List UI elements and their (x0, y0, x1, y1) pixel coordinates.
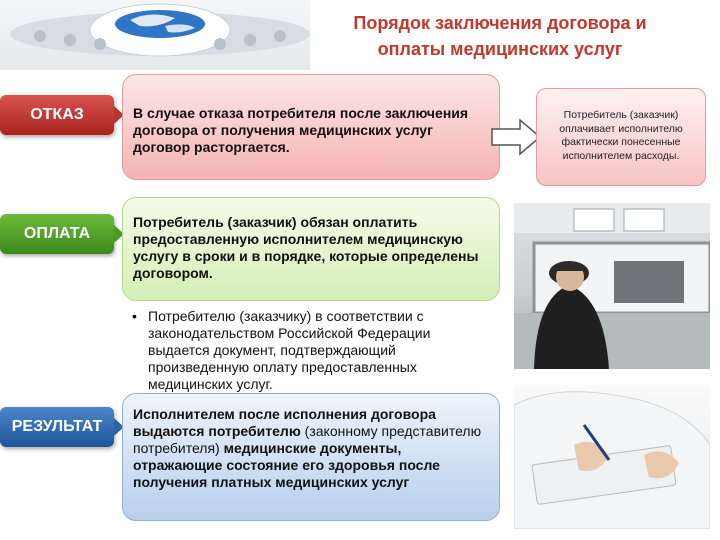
page-title: Порядок заключения договора и оплаты мед… (353, 13, 647, 59)
cashier-window-photo (514, 203, 710, 369)
result-text-part-1: Исполнителем после исполнения договора в… (133, 406, 436, 439)
label-refusal: ОТКАЗ (0, 95, 114, 135)
payment-text-box: Потребитель (заказчик) обязан оплатить п… (122, 197, 500, 301)
refusal-text: В случае отказа потребителя после заключ… (133, 105, 469, 155)
label-result-pointer (114, 418, 124, 436)
refusal-note-box: Потребитель (заказчик) оплачивает исполн… (536, 88, 706, 186)
payment-document-bullet: Потребителю (заказчику) в соответствии с… (148, 308, 431, 392)
label-payment-pointer (114, 225, 124, 243)
result-text-part-3: медицинские документы, отражающие состоя… (133, 440, 440, 490)
label-result: РЕЗУЛЬТАТ (0, 407, 114, 447)
result-text-part-2: (законному представителю потребителя) (133, 423, 482, 456)
header-globe-image (0, 0, 310, 70)
label-payment: ОПЛАТА (0, 214, 114, 254)
bullet-icon: • (132, 308, 137, 324)
label-refusal-pointer (114, 106, 124, 124)
refusal-text-box: В случае отказа потребителя после заключ… (122, 74, 500, 180)
doctor-writing-photo (514, 385, 710, 529)
refusal-note-text: Потребитель (заказчик) оплачивает исполн… (559, 109, 683, 162)
arrow-right-icon (491, 118, 542, 156)
result-text-box: Исполнителем после исполнения договора в… (122, 393, 500, 521)
payment-text: Потребитель (заказчик) обязан оплатить п… (133, 214, 479, 281)
